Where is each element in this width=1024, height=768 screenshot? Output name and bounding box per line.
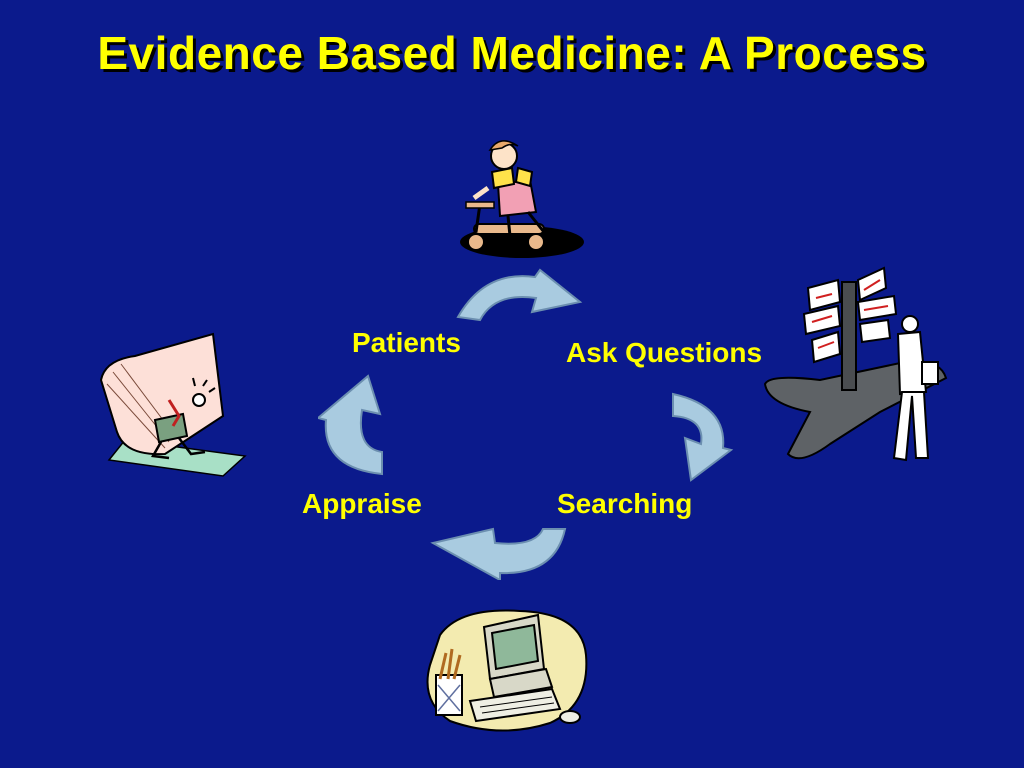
child-on-scooter-icon	[460, 140, 584, 258]
person-with-folder-icon	[99, 332, 247, 477]
cycle-arrow-bottom	[430, 527, 567, 580]
cycle-arrow-left	[318, 374, 383, 476]
step-label-ask-questions: Ask Questions	[566, 337, 763, 368]
computer-workstation-icon	[426, 609, 588, 732]
slide-title: Evidence Based Medicine: A Process	[97, 27, 927, 79]
signpost-person-icon	[763, 266, 948, 462]
step-label-searching: Searching	[557, 488, 693, 519]
cycle-arrow-top	[456, 268, 583, 322]
cycle-arrow-right	[672, 392, 734, 482]
step-label-patients: Patients	[352, 327, 461, 358]
step-label-appraise: Appraise	[302, 488, 422, 519]
